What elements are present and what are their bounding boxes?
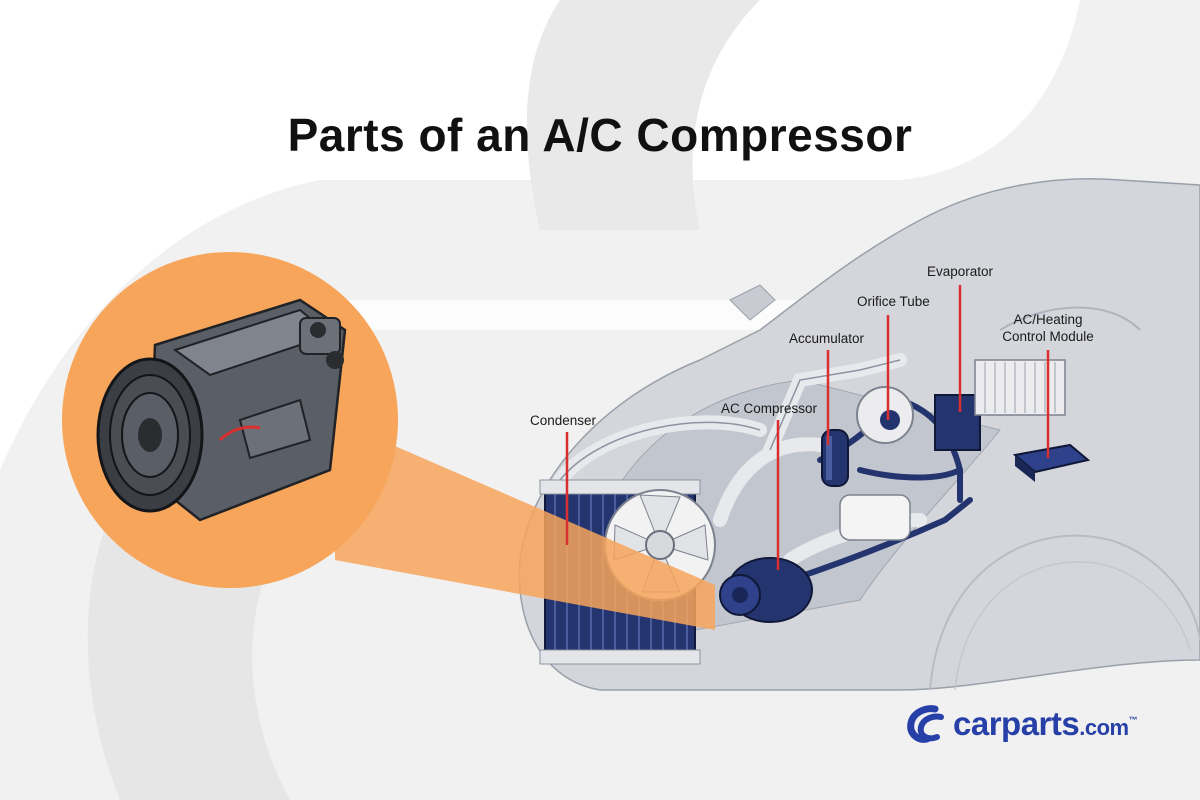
carparts-logo: carparts.com™: [905, 700, 1165, 752]
page-title: Parts of an A/C Compressor: [287, 109, 913, 161]
ac-compressor-label: AC Compressor: [721, 401, 818, 416]
control-module-label: AC/Heating Control Module: [988, 311, 1108, 345]
zoom-wedge: [335, 420, 715, 630]
orifice-tube-label: Orifice Tube: [857, 294, 930, 309]
control-module-label-line1: AC/Heating: [1013, 312, 1083, 327]
logo-wordmark: carparts.com™: [953, 705, 1138, 743]
compressor-closeup: [96, 298, 347, 522]
accumulator-label: Accumulator: [789, 331, 865, 346]
orifice-tube-part: [856, 386, 914, 444]
accumulator-part: [821, 429, 849, 487]
ac-compressor-part: [719, 557, 813, 623]
evaporator-label: Evaporator: [927, 264, 994, 279]
logo-suffix: .com: [1079, 715, 1129, 740]
logo-mark-icon: [907, 705, 944, 743]
logo-tm: ™: [1128, 715, 1138, 725]
control-module-part: [1012, 443, 1091, 482]
logo-brand: carparts: [953, 705, 1080, 742]
evaporator-part: [934, 359, 1066, 451]
condenser-label: Condenser: [530, 413, 597, 428]
control-module-label-line2: Control Module: [1002, 329, 1094, 344]
